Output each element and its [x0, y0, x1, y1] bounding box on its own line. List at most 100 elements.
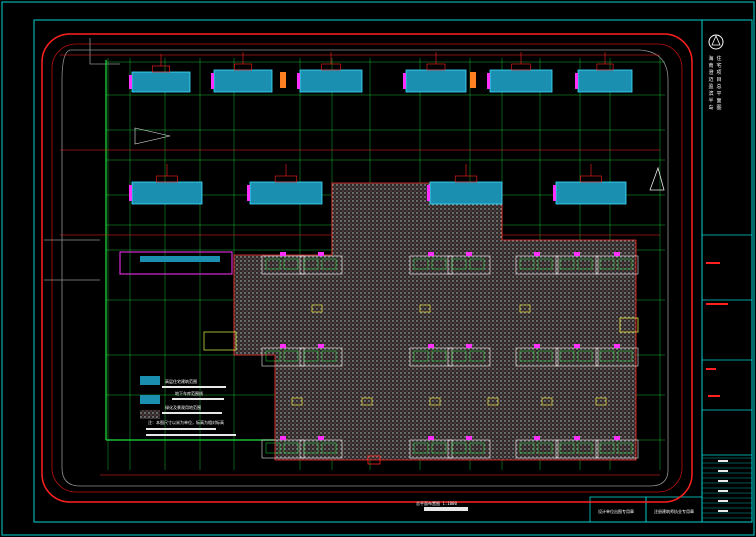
- villa-unit: [447, 252, 491, 275]
- villa-unit: [595, 252, 639, 275]
- legend: [140, 376, 236, 436]
- villa-room: [303, 442, 319, 454]
- villa-room: [321, 258, 337, 270]
- villa-unit: [555, 436, 599, 459]
- villa-room: [599, 442, 615, 454]
- villa-room: [537, 350, 553, 362]
- title-block-row-text: [718, 460, 728, 462]
- service-box: [619, 317, 639, 333]
- tower-marker: [129, 185, 132, 201]
- villa-room: [283, 258, 299, 270]
- villa-unit: [555, 252, 599, 275]
- tower-body: [577, 69, 633, 93]
- tower-marker: [247, 185, 250, 201]
- villa-unit: [515, 344, 559, 367]
- villa-room: [413, 350, 429, 362]
- company-logo: [708, 34, 724, 50]
- villa-core: [614, 344, 620, 348]
- villa-room: [519, 258, 535, 270]
- villa-core: [574, 252, 580, 256]
- second-row-tower: [247, 164, 323, 205]
- title-block: [701, 19, 753, 523]
- villa-room: [283, 350, 299, 362]
- villa-room: [559, 258, 575, 270]
- villa-unit: [447, 344, 491, 367]
- top-row-tower: [297, 52, 363, 93]
- top-row-tower: [403, 52, 467, 93]
- villa-room: [617, 258, 633, 270]
- parking-box: [541, 397, 553, 406]
- site-boundary-inner: [51, 43, 683, 493]
- villa-room: [265, 258, 281, 270]
- tower-body: [131, 71, 191, 93]
- villa-unit: [299, 436, 343, 459]
- villa-room: [413, 258, 429, 270]
- tower-marker: [403, 73, 406, 89]
- villa-room: [431, 442, 447, 454]
- lowrise-strip-fill: [140, 256, 220, 262]
- tower-body: [249, 181, 323, 205]
- villa-core: [534, 344, 540, 348]
- parking-box: [429, 397, 441, 406]
- gate-marker: [367, 455, 381, 465]
- villa-room: [413, 442, 429, 454]
- tower-body: [555, 181, 627, 205]
- villa-core: [466, 344, 472, 348]
- legend-label-podium: 地下车库范围线: [175, 391, 203, 396]
- tower-core: [152, 65, 171, 73]
- villa-room: [265, 350, 281, 362]
- villa-core: [318, 252, 324, 256]
- villa-room: [469, 350, 485, 362]
- villa-core: [280, 436, 286, 440]
- villa-core: [534, 436, 540, 440]
- garage-hatch-area: [233, 182, 637, 461]
- tower-marker: [575, 73, 578, 89]
- site-boundary: [41, 33, 693, 503]
- villa-room: [451, 442, 467, 454]
- villa-room: [577, 442, 593, 454]
- stamp-label-1: 设计单位出图专用章: [598, 509, 634, 514]
- villa-room: [451, 258, 467, 270]
- legend-swatch-hatch: [140, 410, 160, 419]
- tower-body: [405, 69, 467, 93]
- title-block-row-text: [718, 480, 728, 482]
- villa-room: [303, 258, 319, 270]
- tower-core: [156, 175, 178, 183]
- tower-core: [426, 63, 446, 71]
- top-row-tower: [575, 52, 633, 93]
- villa-room: [321, 350, 337, 362]
- stamp-box-2: [645, 496, 703, 523]
- tower-body: [299, 69, 363, 93]
- villa-room: [559, 350, 575, 362]
- villa-unit: [299, 252, 343, 275]
- villa-room: [617, 442, 633, 454]
- villa-room: [577, 258, 593, 270]
- villa-core: [428, 252, 434, 256]
- villa-core: [466, 252, 472, 256]
- tower-body: [131, 181, 203, 205]
- tower-body: [429, 181, 503, 205]
- tower-body: [489, 69, 553, 93]
- tower-marker: [427, 185, 430, 201]
- parking-box: [519, 304, 531, 313]
- villa-room: [469, 442, 485, 454]
- villa-core: [428, 436, 434, 440]
- villa-room: [519, 350, 535, 362]
- villa-core: [280, 344, 286, 348]
- title-block-row-text: [718, 500, 728, 502]
- buildings-layer: [119, 52, 665, 465]
- villa-unit: [595, 436, 639, 459]
- villa-room: [519, 442, 535, 454]
- second-row-tower: [129, 164, 203, 205]
- tower-marker: [297, 73, 300, 89]
- parking-box: [291, 397, 303, 406]
- villa-core: [574, 344, 580, 348]
- highlight-marker: [280, 72, 286, 88]
- tower-marker: [553, 185, 556, 201]
- top-row-tower: [129, 54, 191, 93]
- title-block-row-text: [718, 490, 728, 492]
- villa-room: [559, 442, 575, 454]
- villa-room: [537, 258, 553, 270]
